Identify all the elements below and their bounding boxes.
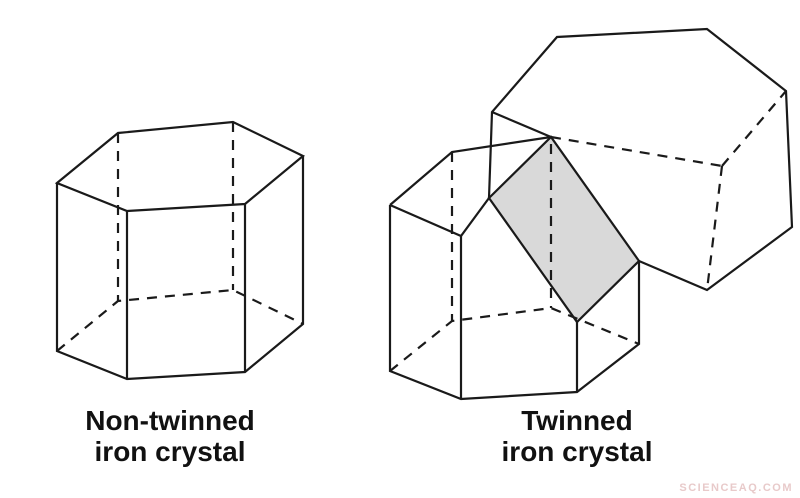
- twin-plane: [487, 135, 641, 324]
- tilted-prism-hidden-edge-c: [705, 165, 724, 291]
- twinned-label-line1: Twinned: [521, 405, 632, 436]
- prism-top-face: [54, 120, 306, 213]
- upright-prism-top-front-edges: [389, 197, 490, 238]
- non-twinned-label-line2: iron crystal: [95, 436, 246, 467]
- twinned-label-line2: iron crystal: [502, 436, 653, 467]
- non-twinned-crystal-figure: [54, 120, 306, 381]
- tilted-prism-outline: [487, 27, 794, 292]
- prism-hidden-bottom-edges: [56, 288, 304, 352]
- tilted-prism-hidden-edge-a: [550, 135, 723, 168]
- upright-prism-silhouette: [388, 205, 641, 401]
- tilted-prism-hidden-edge-b: [721, 90, 787, 167]
- upright-prism-hidden-bottom-edges: [389, 306, 640, 372]
- tilted-prism-near-face-edge: [491, 110, 552, 139]
- prism-silhouette: [55, 156, 305, 381]
- watermark: SCIENCEAQ.COM: [679, 482, 793, 494]
- twinned-crystal-figure: [388, 27, 794, 401]
- non-twinned-label-line1: Non-twinned: [85, 405, 255, 436]
